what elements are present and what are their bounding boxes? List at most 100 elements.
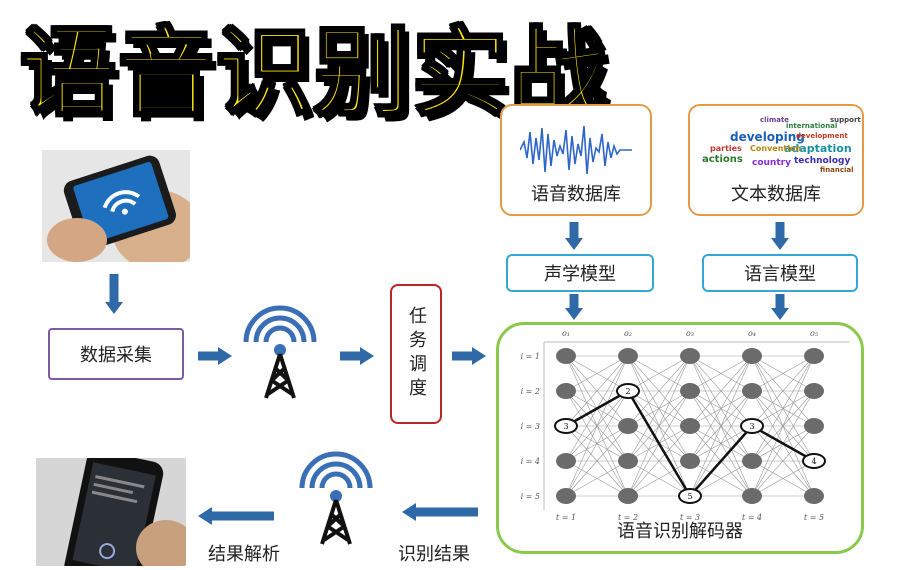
row-label: i = 3 bbox=[521, 422, 540, 431]
task-scheduling-label: 任务调度 bbox=[406, 306, 427, 402]
lattice-edge bbox=[565, 355, 629, 392]
lattice-path-node bbox=[554, 418, 578, 434]
arrow-down-icon bbox=[771, 222, 789, 250]
lattice-node bbox=[742, 453, 762, 469]
lattice-edge bbox=[565, 355, 629, 427]
lattice-path-node bbox=[740, 418, 764, 434]
tower-frame bbox=[320, 499, 352, 545]
time-label: t = 4 bbox=[742, 513, 762, 522]
acoustic-model-box: 声学模型 bbox=[506, 254, 654, 292]
lattice-edge bbox=[751, 355, 815, 392]
signal-wave bbox=[243, 305, 317, 343]
time-label: t = 5 bbox=[804, 513, 824, 522]
antenna-tip bbox=[274, 344, 286, 356]
lattice-node bbox=[680, 418, 700, 434]
path-node-label: 2 bbox=[625, 387, 630, 396]
lattice-node bbox=[804, 488, 824, 504]
decoder-box: 语音识别解码器 bbox=[496, 322, 864, 554]
antenna-tower-icon bbox=[243, 305, 317, 399]
speech-database-box: 语音数据库 bbox=[500, 104, 652, 216]
lattice-node bbox=[618, 418, 638, 434]
column-label: o₃ bbox=[686, 329, 694, 338]
path-node-label: 5 bbox=[687, 492, 692, 501]
lattice-node bbox=[742, 348, 762, 364]
lattice-edge bbox=[565, 355, 629, 497]
signal-wave bbox=[299, 451, 373, 489]
arrow-right-icon bbox=[198, 347, 232, 365]
lattice-path-node bbox=[802, 453, 826, 469]
lattice-node bbox=[618, 348, 638, 364]
result-parsing-label: 结果解析 bbox=[208, 544, 280, 565]
column-label: o₁ bbox=[562, 329, 570, 338]
lattice-edge bbox=[627, 355, 691, 427]
signal-wave bbox=[253, 315, 307, 343]
data-collection-label: 数据采集 bbox=[80, 345, 152, 366]
row-label: i = 1 bbox=[521, 352, 540, 361]
arrow-left-icon bbox=[198, 507, 274, 525]
lattice-node bbox=[618, 453, 638, 469]
lattice-node bbox=[742, 488, 762, 504]
arrow-down-icon bbox=[771, 294, 789, 320]
tower-frame bbox=[264, 353, 296, 399]
path-node-label: 4 bbox=[811, 457, 816, 466]
lattice-edge bbox=[565, 425, 629, 497]
signal-wave bbox=[263, 325, 297, 343]
lattice-path-node bbox=[678, 488, 702, 504]
arrow-down-icon bbox=[565, 294, 583, 320]
row-label: i = 5 bbox=[521, 492, 540, 501]
phone-in-hand-image bbox=[42, 150, 190, 262]
language-model-box: 语言模型 bbox=[702, 254, 858, 292]
column-label: o₅ bbox=[810, 329, 819, 338]
column-label: o₂ bbox=[624, 329, 632, 338]
time-label: t = 2 bbox=[618, 513, 638, 522]
lattice-node bbox=[804, 348, 824, 364]
lattice-edge bbox=[751, 355, 815, 497]
lattice-edge bbox=[689, 460, 753, 497]
text-database-label: 文本数据库 bbox=[731, 184, 821, 205]
lattice-node bbox=[680, 383, 700, 399]
lattice-edge bbox=[751, 355, 815, 462]
lattice-edge bbox=[689, 355, 753, 427]
antenna-tower-icon bbox=[299, 451, 373, 545]
path-node-label: 3 bbox=[749, 422, 754, 431]
row-label: i = 2 bbox=[521, 387, 540, 396]
antenna-tower-icon bbox=[299, 451, 373, 545]
task-scheduling-box: 任务调度 bbox=[390, 284, 442, 424]
lattice-edge bbox=[627, 355, 691, 497]
arrow-down-icon bbox=[565, 222, 583, 250]
word-cloud-image: climate international developing develop… bbox=[702, 116, 861, 174]
phone-photo-top bbox=[42, 150, 190, 262]
arrow-left-icon bbox=[402, 503, 478, 521]
lattice-edge bbox=[689, 390, 753, 497]
lattice-edge bbox=[565, 460, 629, 497]
lattice-edge bbox=[689, 355, 753, 497]
antenna-tip bbox=[330, 490, 342, 502]
lattice-edge bbox=[627, 460, 691, 497]
antenna-tower-icon bbox=[243, 305, 317, 399]
lattice-edge bbox=[689, 355, 753, 462]
phone-siri-image bbox=[36, 458, 186, 566]
lattice-edge bbox=[689, 355, 753, 392]
signal-wave bbox=[309, 461, 363, 489]
row-label: i = 4 bbox=[521, 457, 540, 466]
waveform-icon bbox=[520, 125, 632, 175]
lattice-node bbox=[618, 488, 638, 504]
path-node-label: 3 bbox=[563, 422, 568, 431]
phone-photo-bottom bbox=[36, 458, 186, 566]
lattice-edge bbox=[751, 355, 815, 427]
lattice-edge bbox=[627, 355, 691, 462]
lattice-node bbox=[556, 383, 576, 399]
lattice-edge bbox=[627, 425, 691, 497]
lattice-node bbox=[556, 453, 576, 469]
arrow-down-icon bbox=[105, 274, 123, 314]
signal-wave bbox=[319, 471, 353, 489]
lattice-node bbox=[556, 488, 576, 504]
lattice-node bbox=[556, 348, 576, 364]
lattice-path-node bbox=[616, 383, 640, 399]
language-model-label: 语言模型 bbox=[744, 264, 816, 285]
text-database-box: climate international developing develop… bbox=[688, 104, 864, 216]
lattice-edge bbox=[751, 425, 815, 497]
arrow-right-icon bbox=[452, 347, 486, 365]
